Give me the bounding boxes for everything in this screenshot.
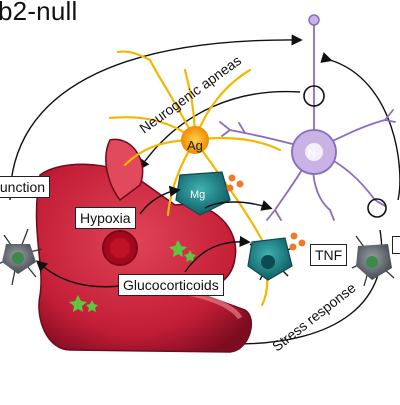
- stress-response-label: Stress response: [269, 279, 359, 354]
- neuron-label: N: [308, 148, 316, 160]
- arrow-gluco-to-left: [35, 260, 121, 288]
- neuron-synapse-top: [303, 85, 325, 107]
- tnf-dots: [226, 174, 306, 251]
- glucocorticoids-label: Glucocorticoids: [118, 274, 224, 296]
- neuron-synapse-right: [367, 198, 387, 218]
- arrow-gluco-to-microglia: [184, 235, 251, 273]
- arc-right: [320, 52, 400, 201]
- tnf-label: TNF: [310, 244, 348, 266]
- astrocyte-label: Ag: [187, 138, 203, 153]
- microglia-label: Mg: [190, 189, 205, 201]
- arrow-hypoxia-to-microglia: [139, 185, 181, 215]
- clipped-label-box: [392, 236, 400, 254]
- arrow-microglia-to-right: [204, 200, 273, 211]
- astrocyte-body: [181, 126, 209, 154]
- hypoxia-label: Hypoxia: [75, 207, 136, 229]
- neuron-terminal: [308, 14, 320, 26]
- glucocorticoid-stars: [69, 240, 196, 312]
- neuron: [219, 21, 396, 221]
- arc-top: [9, 34, 303, 201]
- figure-title: b2-null: [0, 0, 78, 26]
- function-label: function: [0, 176, 51, 198]
